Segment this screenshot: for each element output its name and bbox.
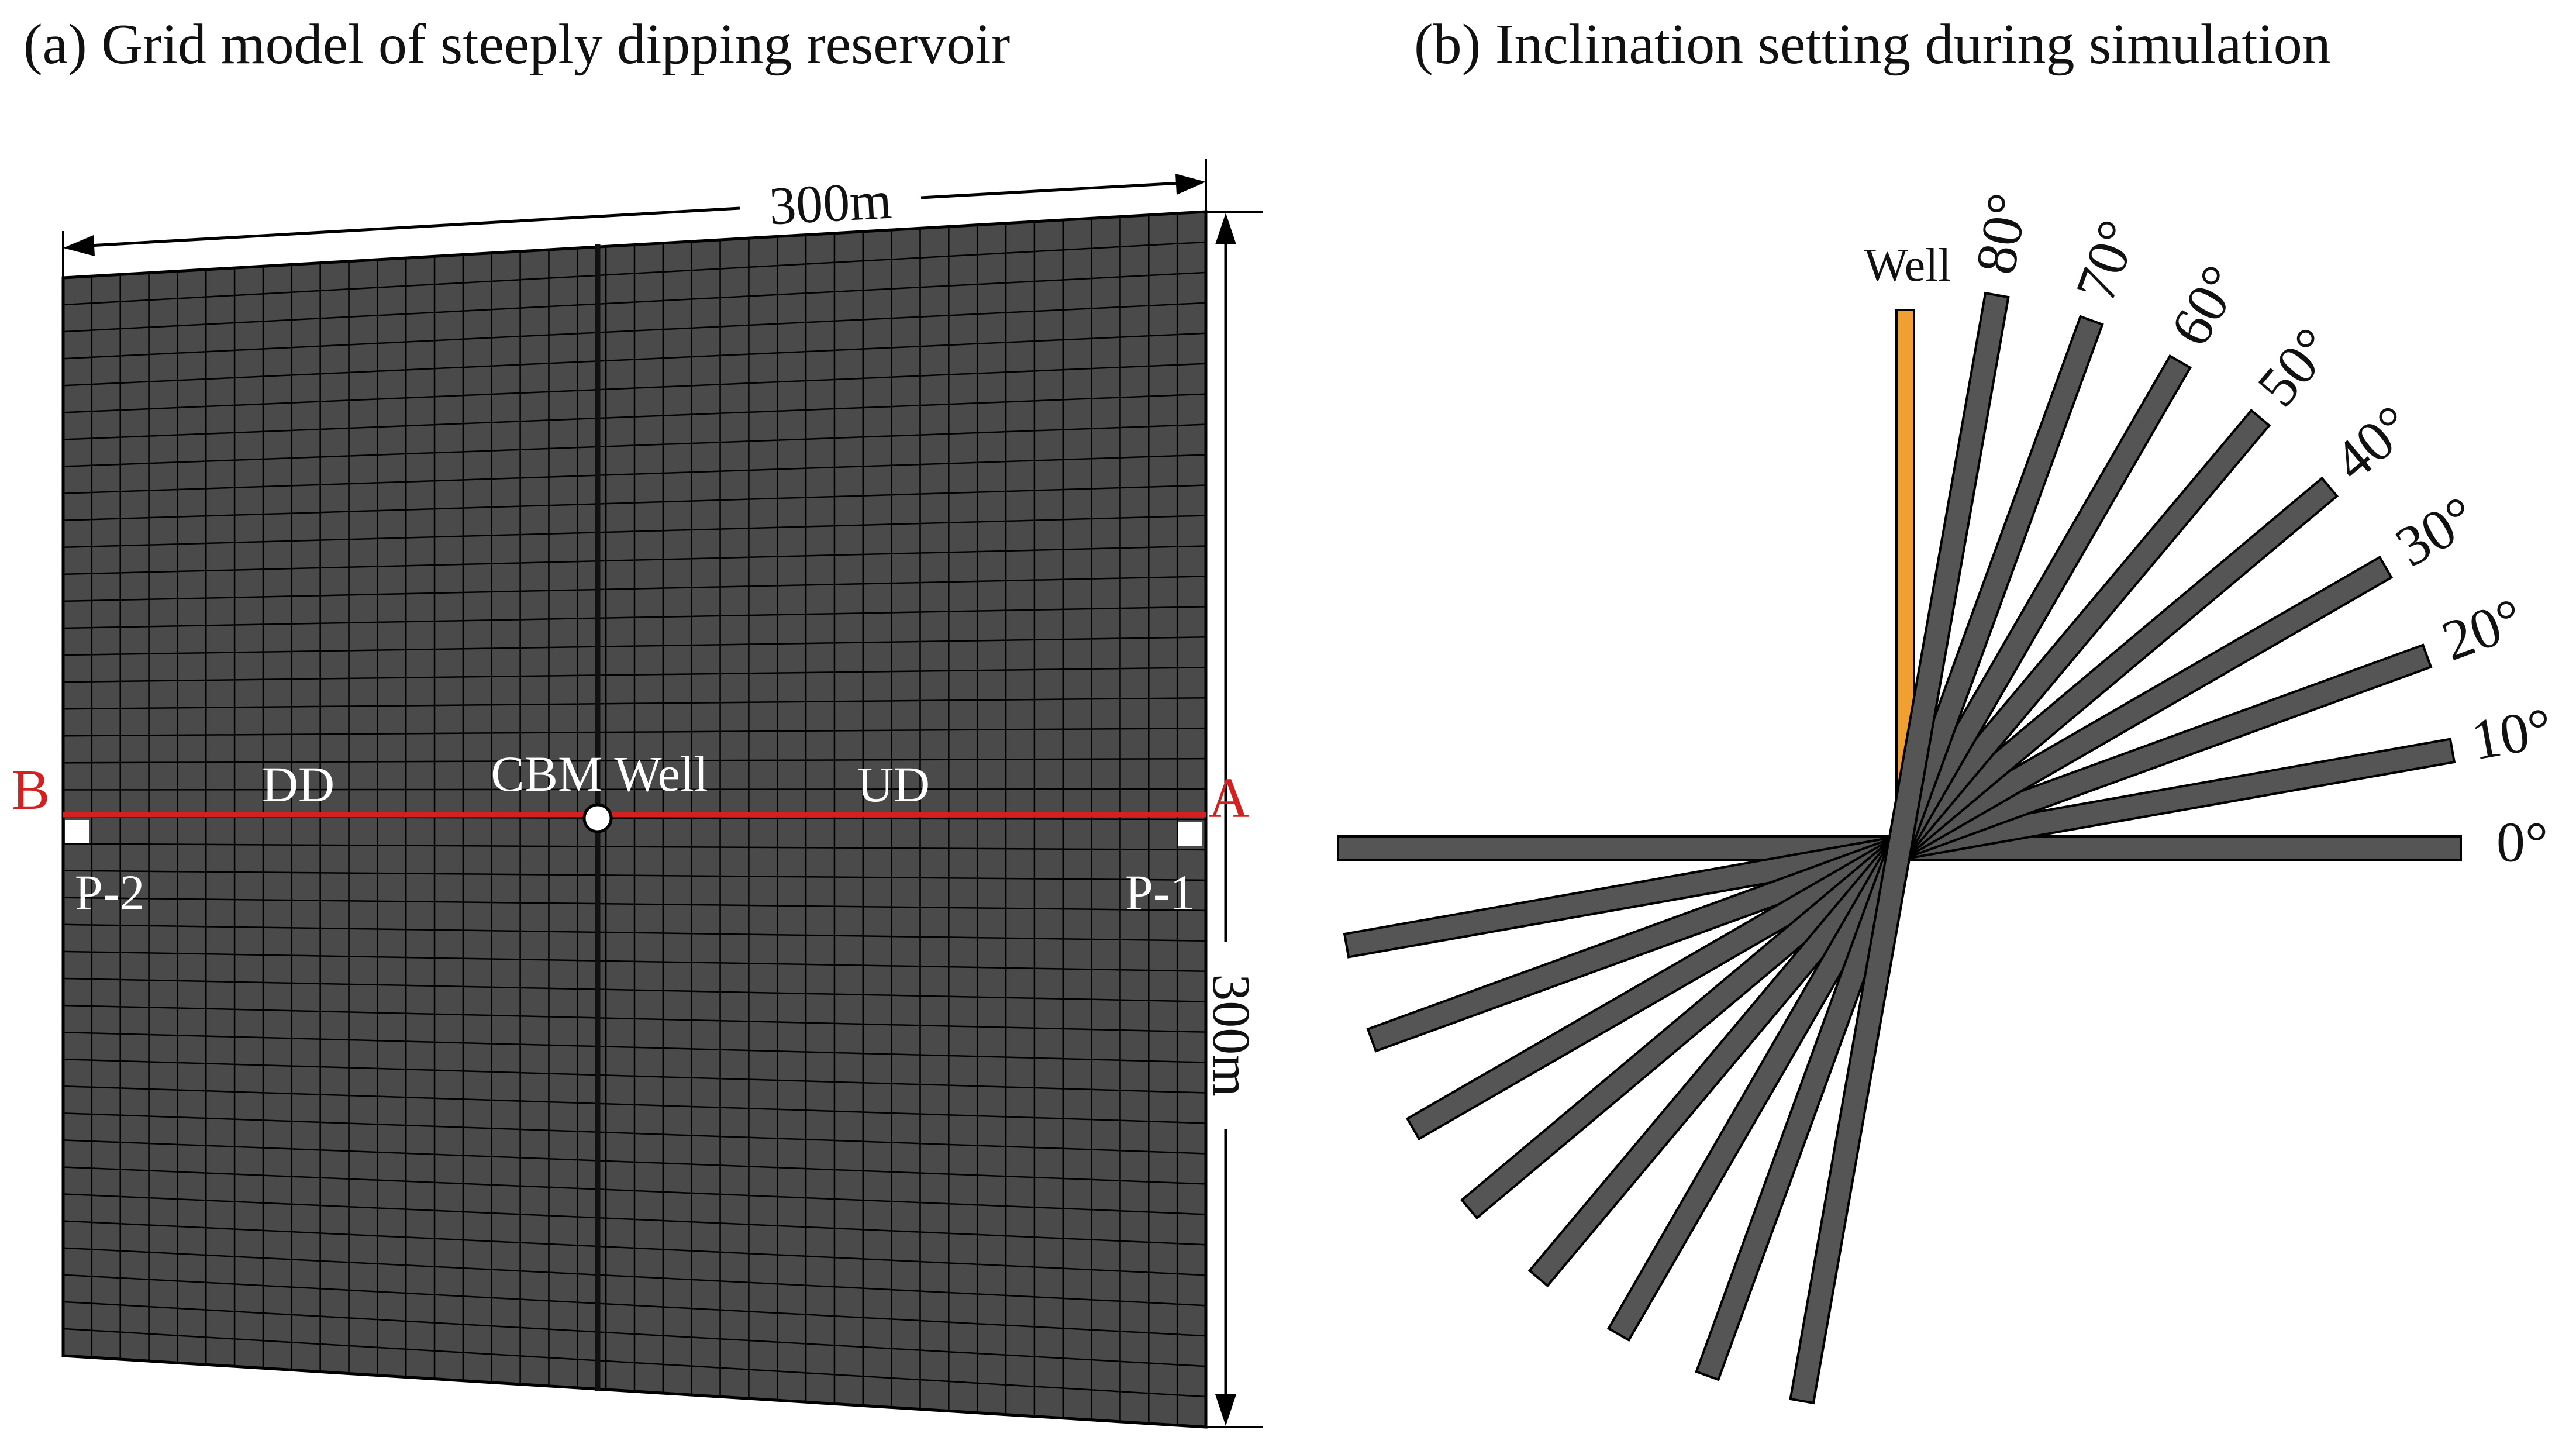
width-arrow-right-icon bbox=[1175, 174, 1206, 195]
angle-label-0: 0° bbox=[2496, 811, 2548, 874]
angle-label-50: 50° bbox=[2246, 316, 2346, 419]
grid-row-line bbox=[63, 757, 1206, 764]
well-label: Well bbox=[1864, 240, 1951, 291]
grid-row-line bbox=[63, 302, 1206, 360]
grid-row-line bbox=[63, 1166, 1206, 1215]
grid-row-line bbox=[63, 393, 1206, 440]
grid-lines bbox=[63, 213, 1206, 1425]
p2-marker bbox=[65, 820, 89, 843]
grid-row-line bbox=[63, 545, 1206, 576]
angle-label-60: 60° bbox=[2158, 256, 2253, 357]
height-label: 300m bbox=[1202, 974, 1261, 1097]
height-arrow-bottom-icon bbox=[1215, 1394, 1236, 1426]
grid-row-line bbox=[63, 363, 1206, 413]
grid-row-line bbox=[63, 241, 1206, 306]
grid-row-line bbox=[63, 1004, 1206, 1033]
grid-row-line bbox=[63, 271, 1206, 333]
grid-row-line bbox=[63, 606, 1206, 629]
angle-bars bbox=[1337, 291, 2462, 1405]
grid-row-line bbox=[63, 977, 1206, 1002]
grid-row-line bbox=[63, 576, 1206, 602]
grid-row-line bbox=[63, 950, 1206, 972]
label-b: B bbox=[12, 759, 50, 822]
angle-label-40: 40° bbox=[2322, 394, 2424, 494]
label-dd: DD bbox=[262, 756, 334, 812]
grid-row-line bbox=[63, 923, 1206, 942]
panel-a: (a) Grid model of steeply dipping reserv… bbox=[12, 13, 1263, 1429]
angle-label-30: 30° bbox=[2385, 484, 2487, 579]
width-label: 300m bbox=[768, 170, 894, 236]
grid-row-line bbox=[63, 1328, 1206, 1398]
grid-row-line bbox=[63, 636, 1206, 656]
width-dimension-line-right bbox=[920, 180, 1201, 199]
label-p2: P-2 bbox=[75, 864, 144, 921]
angle-label-10: 10° bbox=[2467, 697, 2557, 773]
grid-row-line bbox=[63, 667, 1206, 683]
grid-row-line bbox=[63, 1274, 1206, 1337]
label-a: A bbox=[1208, 767, 1250, 830]
label-cbm-well: CBM Well bbox=[491, 746, 708, 802]
grid-row-line bbox=[63, 1112, 1206, 1155]
grid-row-line bbox=[63, 1031, 1206, 1063]
grid-row-line bbox=[63, 484, 1206, 521]
width-arrow-left-icon bbox=[63, 235, 95, 256]
grid-row-line bbox=[63, 1301, 1206, 1367]
grid-row-line bbox=[63, 788, 1206, 791]
grid-row-line bbox=[63, 1220, 1206, 1276]
cbm-well-marker bbox=[582, 803, 613, 833]
panel-b-title: (b) Inclination setting during simulatio… bbox=[1414, 13, 2331, 76]
grid-row-line bbox=[63, 1247, 1206, 1307]
panel-a-title: (a) Grid model of steeply dipping reserv… bbox=[23, 13, 1010, 76]
p1-marker bbox=[1178, 822, 1202, 846]
angle-label-70: 70° bbox=[2064, 212, 2150, 309]
grid-row-line bbox=[63, 897, 1206, 912]
grid-row-line bbox=[63, 1193, 1206, 1246]
grid-row-line bbox=[63, 1058, 1206, 1094]
grid-row-line bbox=[63, 454, 1206, 494]
width-dimension-line-left bbox=[68, 206, 740, 249]
angle-label-20: 20° bbox=[2434, 587, 2532, 673]
grid-row-line bbox=[63, 697, 1206, 710]
grid-row-line bbox=[63, 727, 1206, 737]
height-arrow-top-icon bbox=[1215, 213, 1236, 244]
grid-row-line bbox=[63, 515, 1206, 548]
grid-row-line bbox=[63, 1085, 1206, 1124]
grid-row-line bbox=[63, 870, 1206, 881]
label-p1: P-1 bbox=[1125, 864, 1195, 921]
grid-row-line bbox=[63, 1139, 1206, 1185]
grid-row-line bbox=[63, 843, 1206, 851]
panel-b: (b) Inclination setting during simulatio… bbox=[1337, 13, 2557, 1405]
angle-labels: 0° 10° 20°30°40°50°60°70° 80° bbox=[1964, 189, 2557, 874]
grid-row-line bbox=[63, 332, 1206, 387]
grid-row-line bbox=[63, 423, 1206, 467]
inclination-bar-80 bbox=[1789, 291, 2010, 1405]
angle-label-80: 80° bbox=[1964, 189, 2040, 279]
label-ud: UD bbox=[857, 756, 930, 812]
